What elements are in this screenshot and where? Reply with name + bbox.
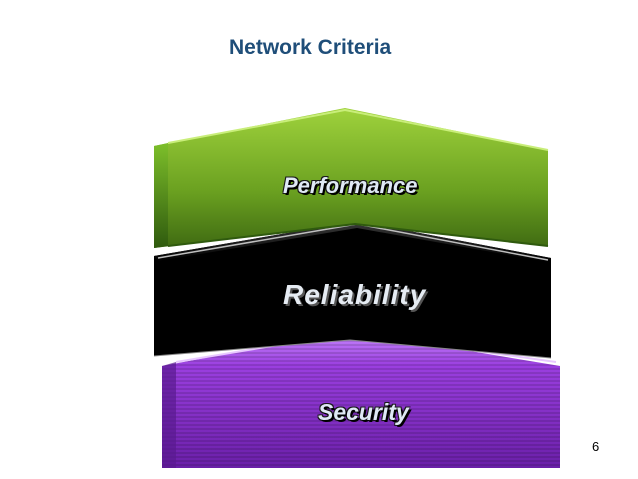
page-number: 6 (592, 439, 600, 454)
performance-layer (154, 108, 549, 248)
reliability-label: Reliability (283, 279, 427, 310)
slide-title: Network Criteria (229, 36, 392, 59)
performance-label: Performance (283, 173, 418, 198)
security-label: Security (318, 399, 409, 425)
security-layer (162, 331, 560, 468)
